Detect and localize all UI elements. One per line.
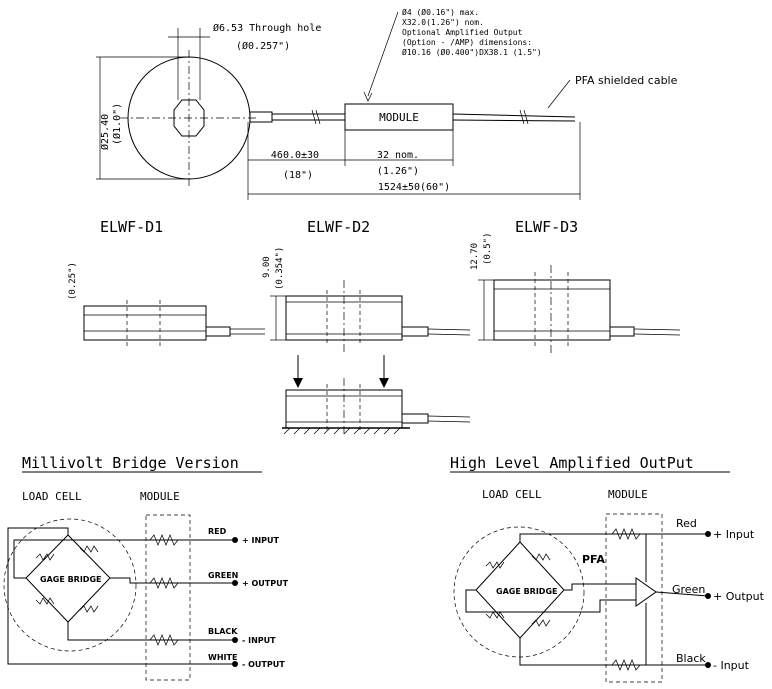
mounted-view [282, 355, 471, 435]
amplified-module: MODULE [608, 488, 648, 501]
millivolt-load-cell: LOAD CELL [22, 490, 82, 503]
amplified-gage-bridge: GAGE BRIDGE [496, 587, 557, 596]
d3-height-in: (0.5") [483, 232, 493, 265]
d1-height-in: (0.25") [68, 262, 78, 300]
cable-note-4: (Option - /AMP) dimensions: [402, 38, 532, 47]
amplifier-symbol [635, 577, 657, 607]
amp-wire-red-signal: + Input [713, 528, 755, 541]
module-box [344, 103, 454, 131]
hole-dimension-in: (Ø0.257") [236, 40, 290, 52]
wire-white-signal: - OUTPUT [242, 660, 285, 669]
amp-wire-green-signal: + Output [713, 590, 765, 603]
model-d1-label: ELWF-D1 [100, 218, 163, 236]
pfa-label: PFA shielded cable [575, 74, 678, 87]
millivolt-title: Millivolt Bridge Version [22, 454, 239, 472]
wire-green-label: GREEN [208, 571, 238, 580]
amp-wire-red-label: Red [676, 517, 697, 530]
model-d2-side-view: 9.00 (0.354") [262, 247, 471, 355]
millivolt-load-cell-outline [3, 518, 137, 652]
millivolt-module: MODULE [140, 490, 180, 503]
model-d3-side-view: 12.70 (0.5") [470, 232, 681, 355]
cable-note-3: Optional Amplified Output [402, 28, 523, 37]
top-view: Ø6.53 Through hole (Ø0.257") Ø25.40 (Ø1.… [96, 7, 678, 200]
wire-black-signal: - INPUT [242, 636, 276, 645]
dim-module-mm: 32 nom. [377, 150, 419, 161]
cable-note-2: X32.0(1.26") nom. [402, 18, 484, 27]
dim-cable-mm: 460.0±30 [271, 150, 319, 161]
millivolt-schematic: Millivolt Bridge Version LOAD CELL MODUL… [3, 454, 289, 681]
wire-green-signal: + OUTPUT [242, 579, 289, 588]
amplified-schematic: High Level Amplified OutPut LOAD CELL MO… [450, 454, 765, 683]
model-d1-side-view: (0.25") [68, 262, 265, 346]
millivolt-module-outline [145, 514, 191, 681]
d2-height-in: (0.354") [275, 247, 285, 290]
wire-red-label: RED [208, 527, 227, 536]
dim-module-in: (1.26") [377, 166, 419, 177]
module-label: MODULE [379, 111, 419, 124]
cable-note-5: Ø10.16 (Ø0.400")DX38.1 (1.5") [402, 47, 542, 57]
amp-wire-black-label: Black [676, 652, 706, 665]
model-d3-label: ELWF-D3 [515, 218, 578, 236]
hole-outline [173, 99, 205, 137]
amplified-module-outline [605, 513, 663, 683]
amp-wire-green-label: Green [672, 583, 705, 596]
hole-dimension: Ø6.53 Through hole [213, 22, 321, 34]
model-d2-label: ELWF-D2 [307, 218, 370, 236]
cable-note-1: Ø4 (Ø0.16") max. [402, 7, 479, 17]
wire-white-label: WHITE [208, 653, 237, 662]
amplified-title: High Level Amplified OutPut [450, 454, 694, 472]
millivolt-gage-bridge: GAGE BRIDGE [40, 575, 101, 584]
diameter-mm: Ø25.40 [99, 114, 111, 150]
wire-black-label: BLACK [208, 627, 238, 636]
amplified-load-cell: LOAD CELL [482, 488, 542, 501]
dim-cable-in: (18") [283, 170, 313, 181]
diameter-in: (Ø1.0") [111, 103, 123, 145]
d3-height-mm: 12.70 [470, 243, 480, 270]
d2-height-mm: 9.00 [262, 256, 272, 278]
amplified-load-cell-outline [453, 526, 585, 658]
wire-red-signal: + INPUT [242, 536, 280, 545]
amp-wire-black-signal: - Input [713, 659, 750, 672]
amplified-pfa-label: PFA [582, 553, 605, 566]
dim-total: 1524±50(60") [378, 182, 450, 193]
